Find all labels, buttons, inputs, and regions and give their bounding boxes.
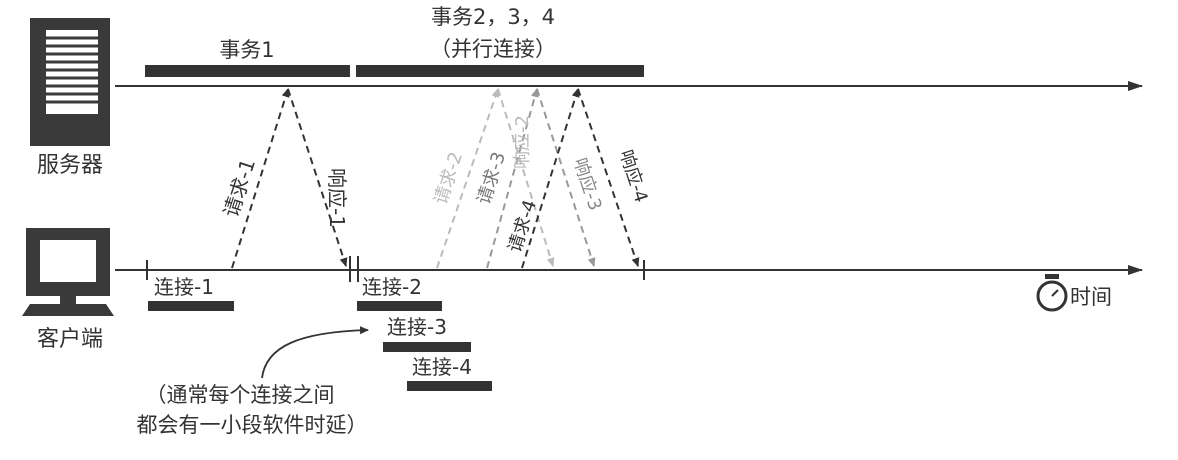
connection-2-bar [357, 301, 442, 311]
transaction-2-4-bar [356, 65, 644, 77]
request-3-arrow [486, 88, 539, 269]
response-3-arrow [536, 88, 596, 267]
response-1-label: 响应-1 [325, 168, 349, 228]
computer-icon [22, 228, 114, 316]
stopwatch-icon [1036, 274, 1068, 312]
server-icon [30, 18, 110, 146]
request-3-label: 请求-3 [473, 149, 510, 207]
response-2-label: 响应-2 [512, 115, 533, 169]
connection-4-label: 连接-4 [412, 355, 472, 379]
note-line-1: （通常每个连接之间 [146, 383, 335, 407]
server-label: 服务器 [37, 153, 103, 178]
connection-1-bar [148, 301, 234, 311]
connection-3-bar [383, 342, 471, 352]
note-line-2: 都会有一小段软件时延） [137, 413, 368, 437]
transaction-2-4-label: 事务2，3，4 [431, 5, 555, 29]
connection-2-label: 连接-2 [362, 275, 422, 299]
request-4-label: 请求-4 [504, 197, 541, 255]
connection-1-label: 连接-1 [154, 275, 214, 299]
client-label: 客户端 [37, 327, 103, 352]
response-2-arrow [497, 88, 555, 267]
connection-4-bar [407, 381, 492, 391]
note-arrow [261, 326, 369, 379]
response-4-label: 响应-4 [615, 147, 652, 205]
request-4-arrow [521, 88, 580, 269]
request-1-label: 请求-1 [219, 156, 260, 220]
transaction-1-label: 事务1 [219, 38, 274, 62]
request-2-arrow [436, 88, 500, 269]
connection-3-label: 连接-3 [387, 315, 447, 339]
request-1-arrow [231, 88, 290, 269]
transaction-1-bar [145, 65, 350, 77]
transaction-2-4-sublabel: （并行连接） [430, 37, 556, 61]
time-label: 时间 [1070, 285, 1112, 309]
